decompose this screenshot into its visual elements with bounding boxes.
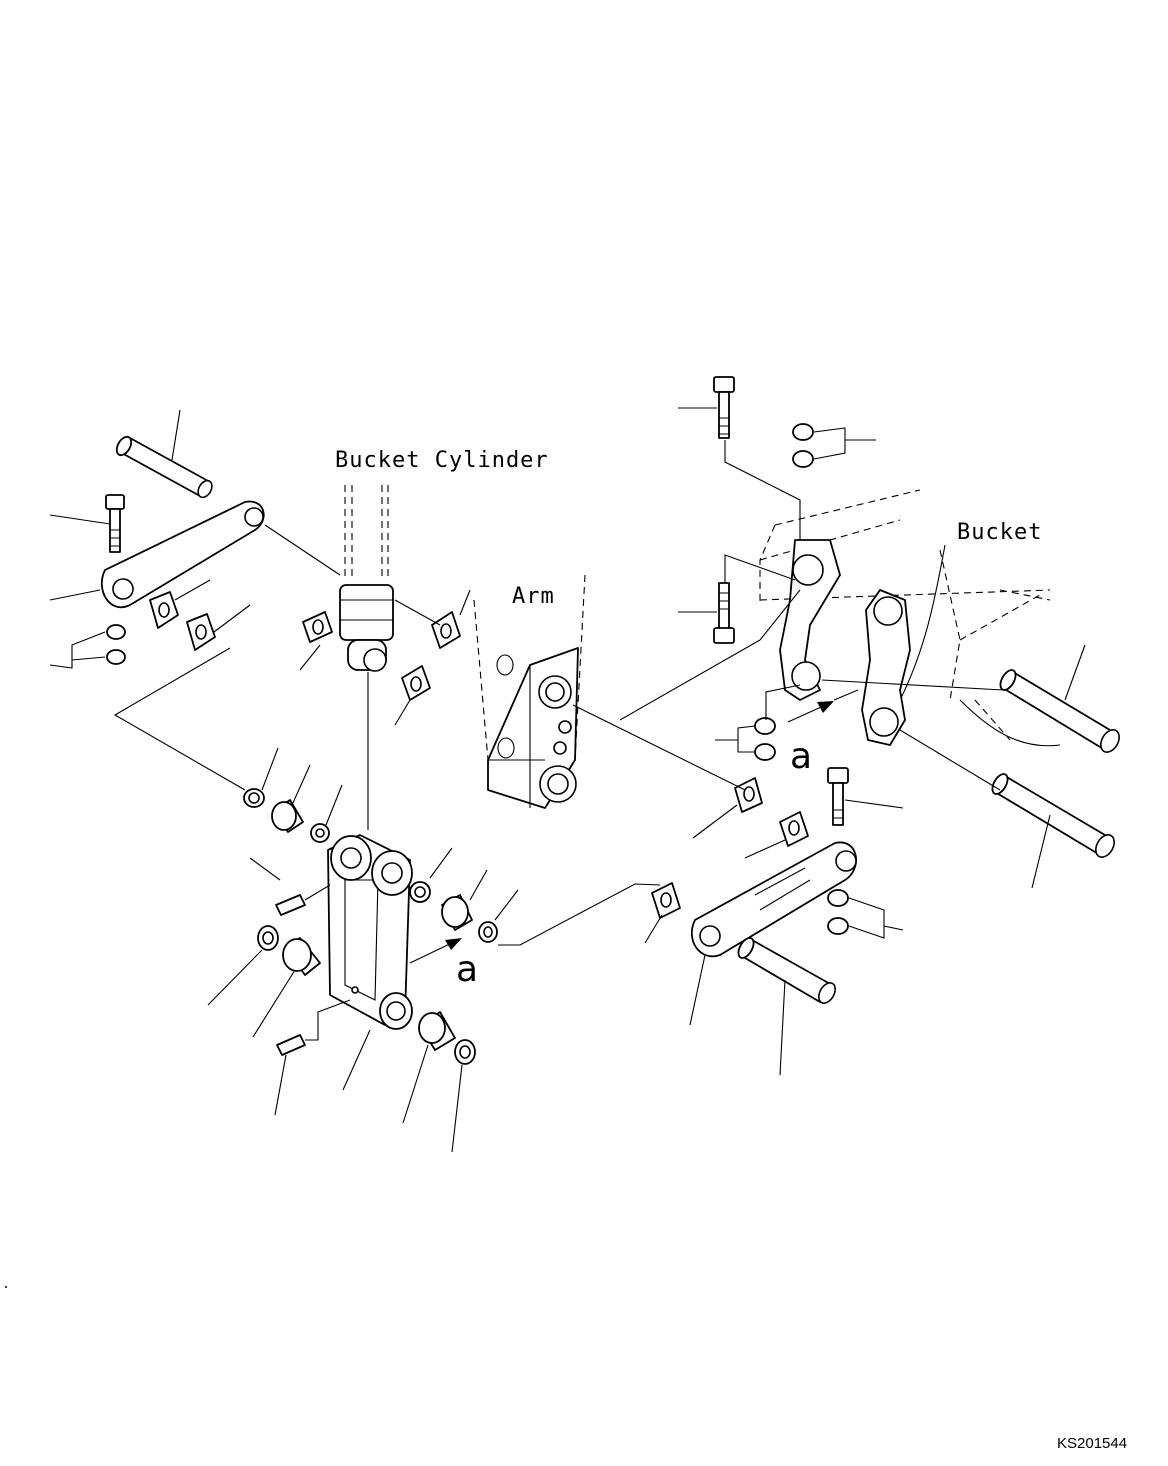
- pins-right: [821, 644, 1120, 889]
- view-arrows: [409, 701, 834, 964]
- link-plate-left: [49, 500, 341, 608]
- bolts-right: [678, 376, 904, 826]
- grease-fittings: [249, 857, 351, 1116]
- pin-bottom-right: [737, 937, 836, 1076]
- bucket-cylinder-label: Bucket Cylinder: [335, 448, 549, 473]
- nuts-right: [715, 423, 904, 939]
- nuts-top-left: [49, 624, 126, 669]
- arm: [473, 574, 586, 809]
- view-mark-a-left: a: [456, 949, 478, 990]
- washers-arm-right: [572, 704, 809, 944]
- drawing-code: KS201544: [1057, 1435, 1127, 1452]
- arm-label: Arm: [512, 584, 555, 609]
- center-link: [327, 834, 413, 1030]
- view-mark-a-right: a: [790, 736, 812, 777]
- bushings-center-right: [409, 847, 661, 946]
- bushings-lower-left: [207, 925, 476, 1153]
- bucket-label: Bucket: [957, 520, 1042, 545]
- washers-cylinder: [299, 589, 471, 726]
- bolt-top-left: [49, 494, 125, 553]
- pin-top-left: [115, 409, 213, 499]
- bucket-cylinder: [339, 485, 394, 830]
- washers-top-left: [113, 579, 251, 791]
- link-plate-right: [689, 841, 857, 1026]
- corner-mark: [5, 1286, 7, 1288]
- bushings-left-row: [243, 747, 343, 843]
